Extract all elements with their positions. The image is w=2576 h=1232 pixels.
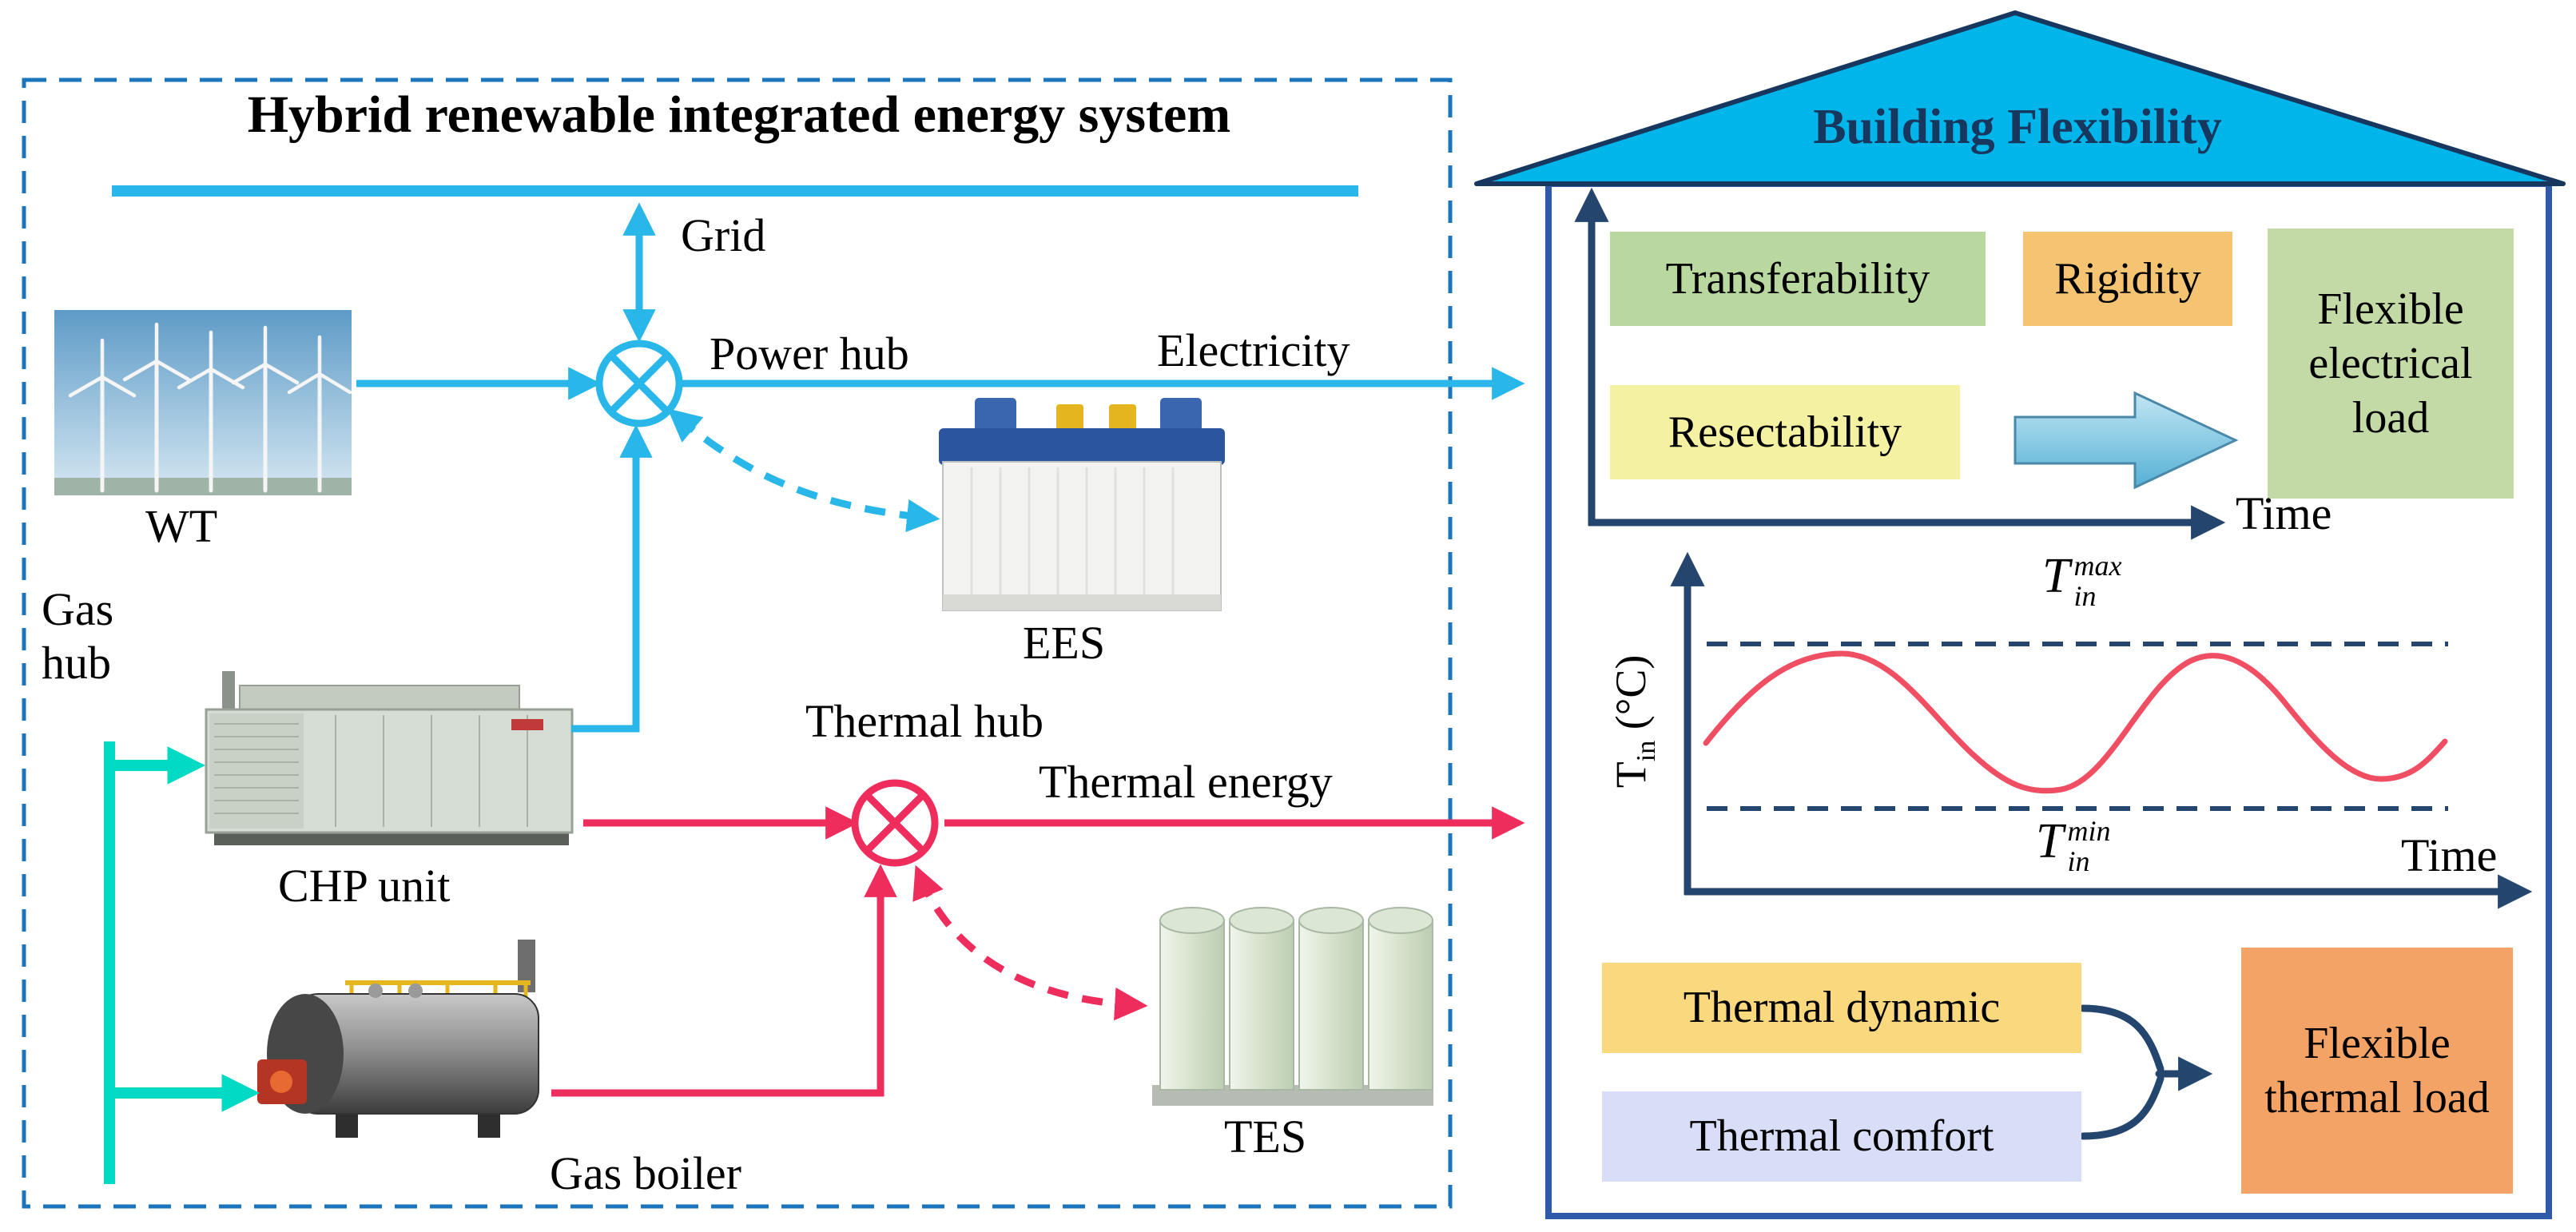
powerhub-ees-dashed-arrow — [667, 408, 940, 533]
left-panel-title: Hybrid renewable integrated energy syste… — [247, 85, 1231, 144]
resectability-box: Resectability — [1610, 385, 1960, 479]
title-underline-bar — [112, 185, 1358, 197]
flexible-thermal-load-box: Flexible thermal load — [2241, 948, 2513, 1194]
battery-image — [939, 398, 1225, 611]
thermal-hub-icon — [851, 779, 939, 867]
building-flexibility-title: Building Flexibility — [1813, 100, 2222, 154]
t-max-sup: max — [2073, 549, 2122, 582]
electrical-time-label: Time — [2236, 487, 2332, 539]
indoor-temperature-curve — [1703, 650, 2448, 794]
temperature-axis-label: Tin (°C) — [1606, 566, 1662, 877]
thermal-dynamic-box: Thermal dynamic — [1602, 963, 2081, 1053]
electric-flows — [356, 202, 1525, 733]
temperature-axis-sub: in — [1631, 740, 1661, 762]
temperature-axis-base: T — [1607, 761, 1656, 789]
t-min-base: T — [2036, 814, 2064, 868]
wind-turbines-image — [54, 310, 352, 495]
gas-boiler-image — [257, 940, 539, 1138]
tes-label: TES — [1224, 1111, 1307, 1162]
thermalhub-tes-dashed-arrow — [912, 864, 1148, 1021]
temperature-axis-unit: (°C) — [1607, 654, 1656, 730]
power-hub-icon — [595, 340, 683, 427]
temperature-limit-lines — [1707, 642, 2448, 811]
process-block-arrow — [2013, 391, 2239, 490]
t-max-sub: in — [2073, 579, 2097, 612]
house-roof — [1474, 10, 2566, 186]
flexible-electrical-load-box: Flexible electrical load — [2268, 229, 2514, 499]
gas-hub-label: Gas hub — [42, 583, 114, 689]
thermal-hub-label: Thermal hub — [805, 695, 1044, 747]
t-min-sup: min — [2067, 814, 2111, 847]
chp-unit-image — [205, 671, 574, 845]
thermal-comfort-box: Thermal comfort — [1602, 1091, 2081, 1182]
electricity-label: Electricity — [1157, 324, 1350, 376]
ees-label: EES — [1023, 617, 1106, 669]
thermal-brace-connector — [2079, 1004, 2213, 1140]
thermal-flows — [551, 806, 1525, 1097]
wt-label: WT — [145, 500, 218, 552]
chp-unit-label: CHP unit — [278, 860, 451, 912]
tes-image — [1152, 907, 1433, 1106]
power-hub-label: Power hub — [710, 328, 909, 380]
temperature-chart-axes — [1670, 551, 2533, 909]
rigidity-box: Rigidity — [2023, 232, 2232, 326]
grid-label: Grid — [681, 209, 766, 261]
temperature-time-label: Time — [2401, 829, 2498, 881]
gas-flows — [104, 741, 260, 1184]
chp-to-powerhub-arrow — [571, 424, 653, 733]
gas-boiler-label: Gas boiler — [550, 1147, 741, 1199]
boiler-to-thermalhub-arrow — [551, 864, 897, 1097]
t-min-sub: in — [2067, 845, 2090, 877]
thermal-energy-label: Thermal energy — [1039, 756, 1333, 808]
electrical-chart-axes — [1574, 187, 2226, 540]
transferability-box: Transferability — [1610, 232, 1986, 326]
left-panel-border — [22, 77, 1453, 1209]
t-max-base: T — [2042, 549, 2070, 603]
